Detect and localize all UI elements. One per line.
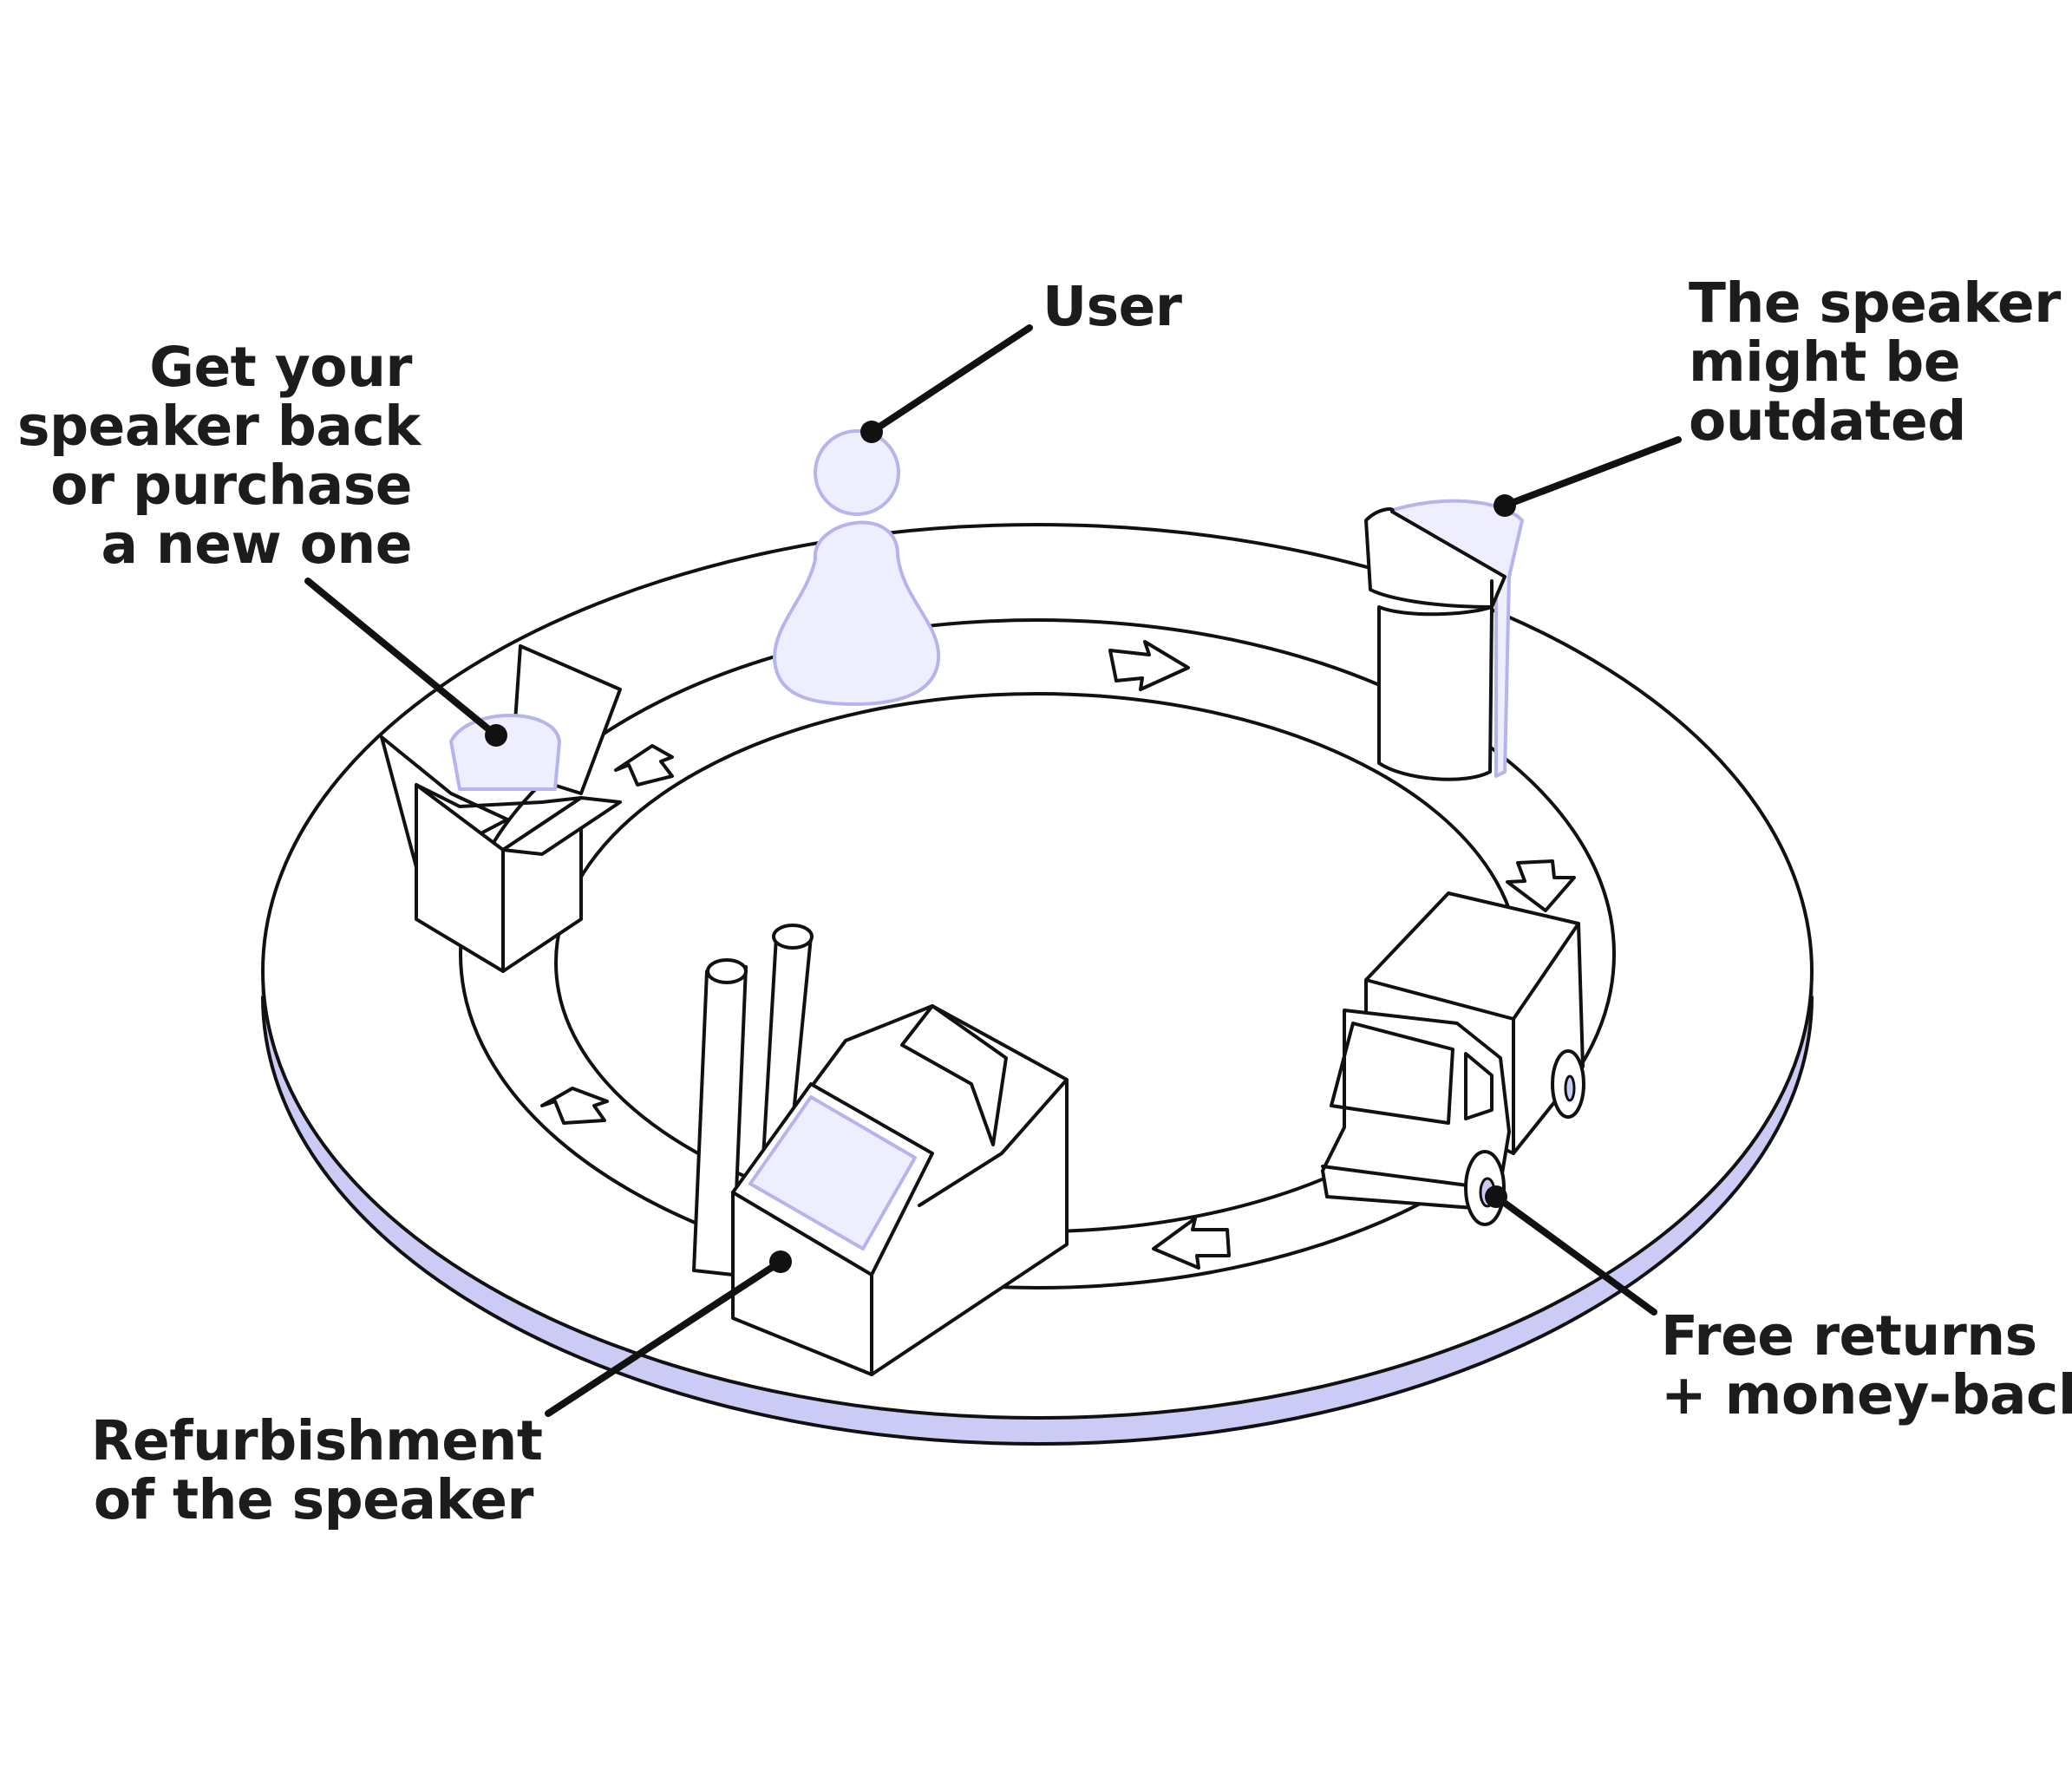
person-figure-icon: [772, 429, 941, 706]
open-box-icon: [380, 644, 622, 973]
direction-arrow-icon: [1152, 1217, 1231, 1270]
label-user: User: [1043, 275, 1182, 338]
leader-refurbishment: [545, 1258, 784, 1417]
factory-icon: [692, 924, 1069, 1376]
label-get-back: Get your speaker back or purchase a new …: [17, 336, 421, 576]
label-get-back-line: Get your: [149, 336, 412, 399]
disc-bottom-edge: [261, 996, 1814, 1446]
leader-returns: [1493, 1193, 1657, 1316]
label-refurbishment-line: Refurbishment: [91, 1409, 543, 1472]
leader-dot-refurbishment: [769, 1250, 792, 1273]
track-outer: [459, 618, 1616, 1290]
delivery-truck-icon: [1321, 891, 1585, 1226]
label-returns-line: Free returns: [1661, 1304, 2037, 1368]
label-outdated: The speaker might be outdated: [1689, 274, 2061, 451]
flow-arrows: [540, 640, 1576, 1270]
label-outdated-line: outdated: [1689, 389, 1966, 453]
label-outdated-line: might be: [1689, 330, 1961, 394]
leader-dot-user: [860, 421, 883, 443]
leader-outdated: [1501, 436, 1682, 509]
label-get-back-line: a new one: [101, 513, 412, 576]
leader-get-back: [304, 578, 500, 739]
leader-user: [868, 324, 1033, 435]
label-returns-line: + money-back: [1661, 1363, 2072, 1427]
direction-arrow-icon: [1108, 640, 1190, 691]
leader-dot-outdated: [1494, 494, 1516, 517]
callout-leaders: [304, 324, 1682, 1417]
leader-dot-returns: [1485, 1185, 1507, 1208]
label-get-back-line: or purchase: [50, 454, 412, 517]
speaker-icon: [1364, 499, 1524, 781]
direction-arrow-icon: [614, 744, 674, 787]
direction-arrow-icon: [1506, 859, 1576, 912]
label-user-line: User: [1043, 275, 1182, 338]
label-returns: Free returns + money-back: [1661, 1307, 2072, 1425]
label-refurbishment-line: of the speaker: [93, 1468, 534, 1531]
label-outdated-line: The speaker: [1689, 271, 2061, 335]
label-get-back-line: speaker back: [17, 395, 421, 458]
leader-dot-get-back: [485, 724, 507, 747]
direction-arrow-icon: [540, 1087, 609, 1125]
label-refurbishment: Refurbishment of the speaker: [91, 1409, 543, 1531]
